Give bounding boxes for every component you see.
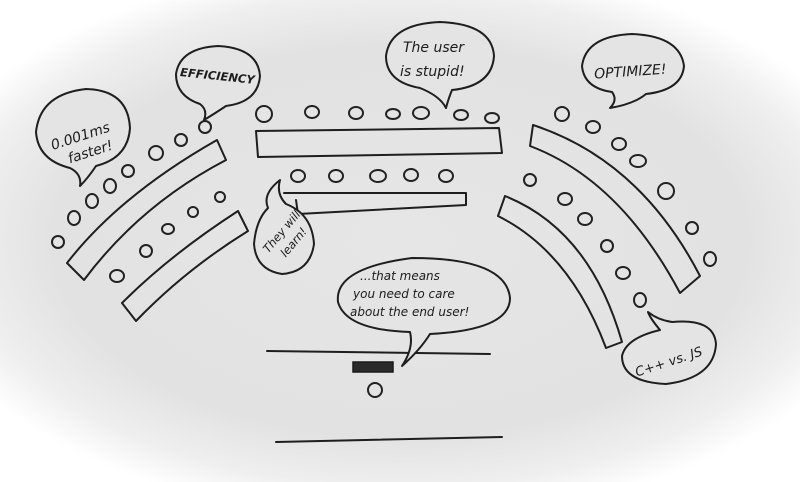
student-seat: [161, 223, 175, 235]
student-seat: [629, 154, 647, 168]
blackboard: [275, 436, 503, 443]
student-seat: [577, 212, 593, 226]
student-seat: [328, 169, 344, 183]
speech-bubble-left-student: 0.001ms faster!: [35, 88, 131, 187]
student-seat: [214, 191, 226, 203]
student-seat: [148, 145, 164, 161]
student-seat: [109, 269, 125, 283]
bubble-text-line: The user: [403, 40, 465, 56]
student-seat: [187, 206, 199, 218]
desk-right-inner: [497, 195, 623, 349]
student-seat: [103, 178, 117, 194]
student-seat: [554, 106, 570, 122]
student-seat: [600, 239, 614, 253]
students: [51, 105, 717, 308]
student-seat: [403, 168, 419, 182]
student-seat: [198, 120, 212, 134]
speech-bubble-lecturer: ...that means you need to care about the…: [336, 257, 511, 367]
svg-text:The user is stupid!: The user is stupid!: [400, 40, 468, 80]
desk-center-back: [255, 127, 503, 158]
student-seat: [51, 235, 65, 249]
student-seat: [369, 169, 387, 183]
student-seat: [615, 266, 631, 280]
student-seat: [67, 210, 81, 226]
student-seat: [85, 193, 99, 209]
student-seat: [290, 169, 306, 183]
student-seat: [657, 182, 675, 200]
desk-left-outer: [66, 139, 227, 281]
lectern: [352, 361, 394, 373]
svg-text:...that means you need t: ...that means you need to care about the…: [350, 269, 469, 319]
student-seat: [385, 108, 401, 120]
student-seat: [557, 192, 573, 206]
speech-bubble-right-student: OPTIMIZE!: [581, 33, 685, 109]
speech-bubble-left-upper-student: EFFICIENCY: [175, 45, 261, 121]
stage-edge: [266, 350, 491, 355]
student-seat: [255, 105, 273, 123]
student-seat: [523, 173, 537, 187]
bubble-text-line: about the end user!: [350, 305, 469, 319]
student-seat: [703, 251, 717, 267]
bubble-text-line: you need to care: [352, 287, 455, 301]
student-seat: [611, 137, 627, 151]
speech-bubble-right-lower-student: C++ vs. JS: [621, 311, 717, 385]
desk-center-front: [283, 192, 467, 215]
student-seat: [412, 106, 430, 120]
desk-left-inner: [121, 210, 249, 322]
student-seat: [348, 106, 364, 120]
student-seat: [633, 292, 647, 308]
student-seat: [585, 120, 601, 134]
student-seat: [484, 112, 500, 124]
student-seat: [685, 221, 699, 235]
student-seat: [121, 164, 135, 178]
speech-bubble-center-student: The user is stupid!: [385, 21, 495, 109]
desk-right-outer: [529, 124, 701, 294]
bubble-text-line: ...that means: [360, 269, 440, 283]
student-seat: [453, 109, 469, 121]
bubble-text-line: OPTIMIZE!: [594, 62, 667, 83]
lecturer: [367, 382, 383, 398]
student-seat: [139, 244, 153, 258]
speech-bubble-middle-student: They will learn!: [253, 179, 315, 275]
student-seat: [438, 169, 454, 183]
student-seat: [174, 133, 188, 147]
bubble-text-line: is stupid!: [400, 64, 465, 80]
student-seat: [304, 105, 320, 119]
